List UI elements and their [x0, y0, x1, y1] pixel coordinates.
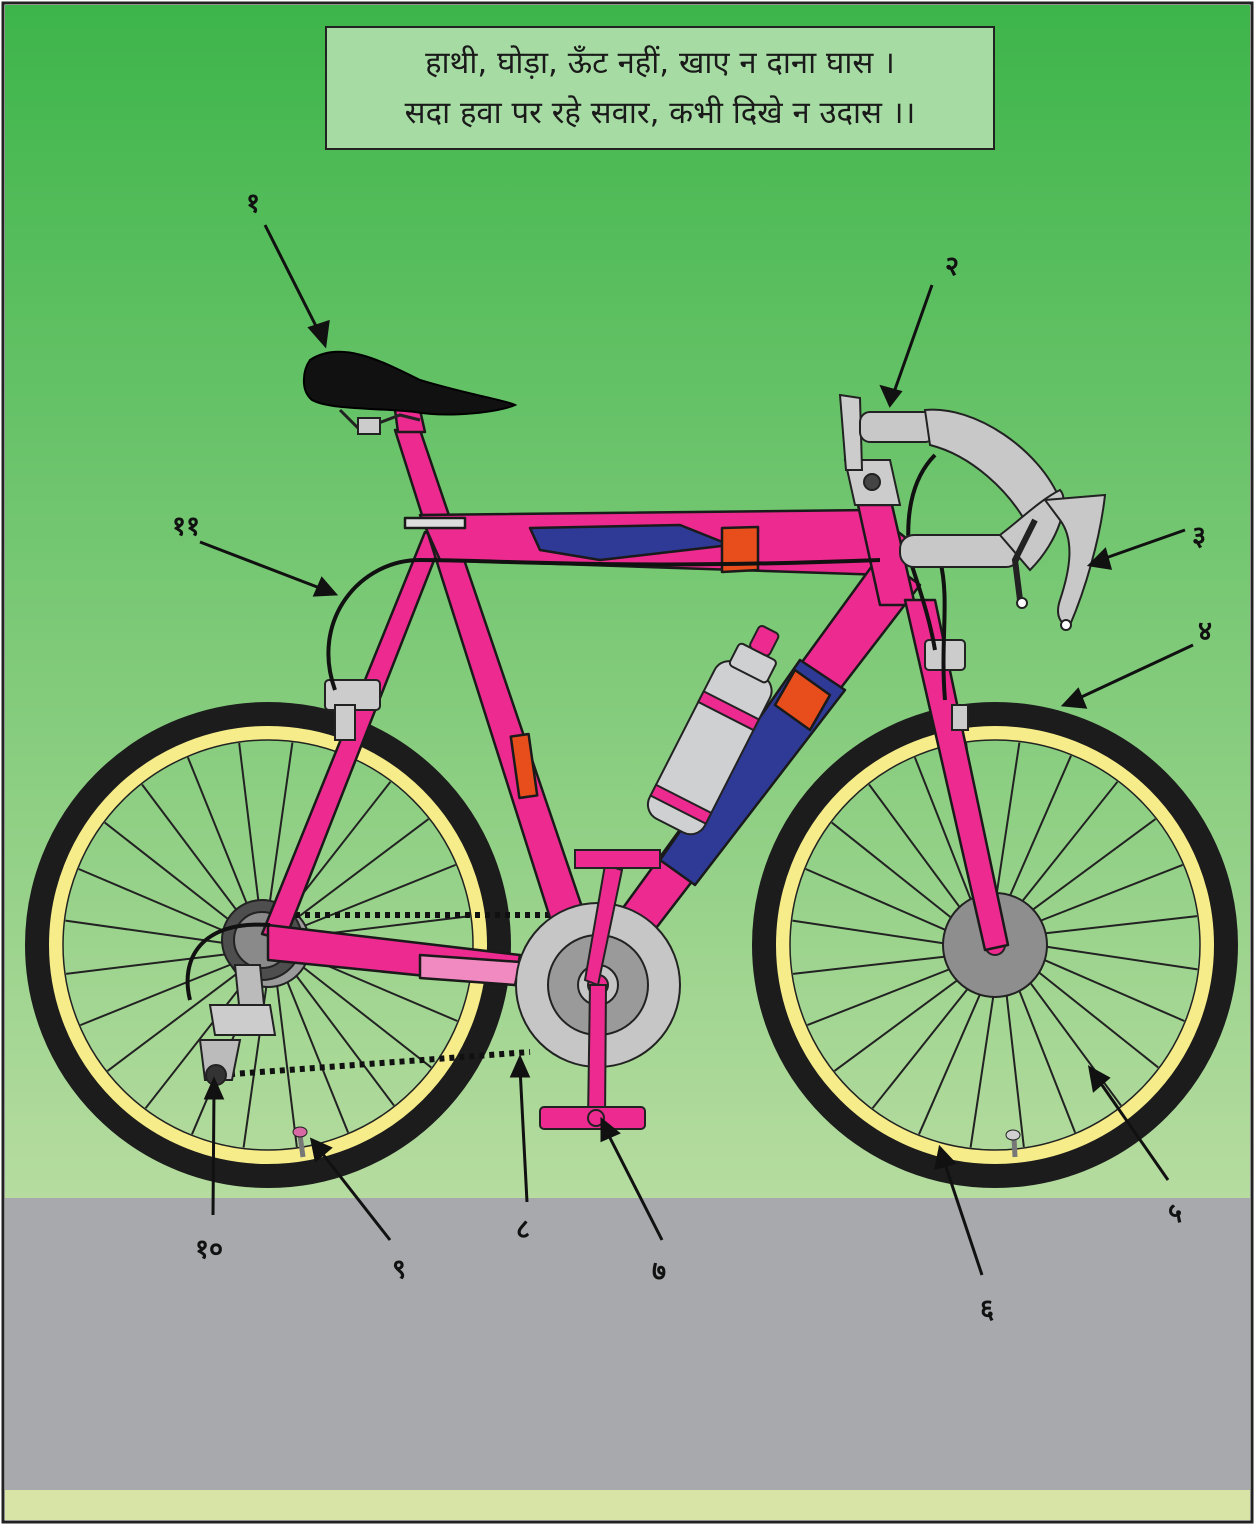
label-10: १० — [195, 1234, 223, 1265]
riddle-line-1: हाथी, घोड़ा, ऊँट नहीं, खाए न दाना घास । — [425, 38, 895, 88]
crank-arm-lower — [588, 985, 606, 1120]
label-2: २ — [945, 251, 959, 282]
pedal — [540, 1107, 645, 1129]
label-1: १ — [246, 188, 260, 219]
label-4: ४ — [1198, 616, 1212, 647]
label-5: ५ — [1168, 1198, 1182, 1229]
road — [5, 1198, 1250, 1490]
label-8: ८ — [516, 1214, 530, 1245]
label-7: ७ — [652, 1256, 666, 1287]
riddle-box: हाथी, घोड़ा, ऊँट नहीं, खाए न दाना घास । … — [325, 26, 995, 150]
riddle-line-2: सदा हवा पर रहे सवार, कभी दिखे न उदास ।। — [405, 88, 916, 138]
label-3: ३ — [1192, 521, 1206, 552]
label-6: ६ — [980, 1294, 994, 1325]
label-11: ११ — [172, 511, 200, 542]
label-9: ९ — [392, 1254, 406, 1285]
ground-strip — [5, 1490, 1250, 1520]
